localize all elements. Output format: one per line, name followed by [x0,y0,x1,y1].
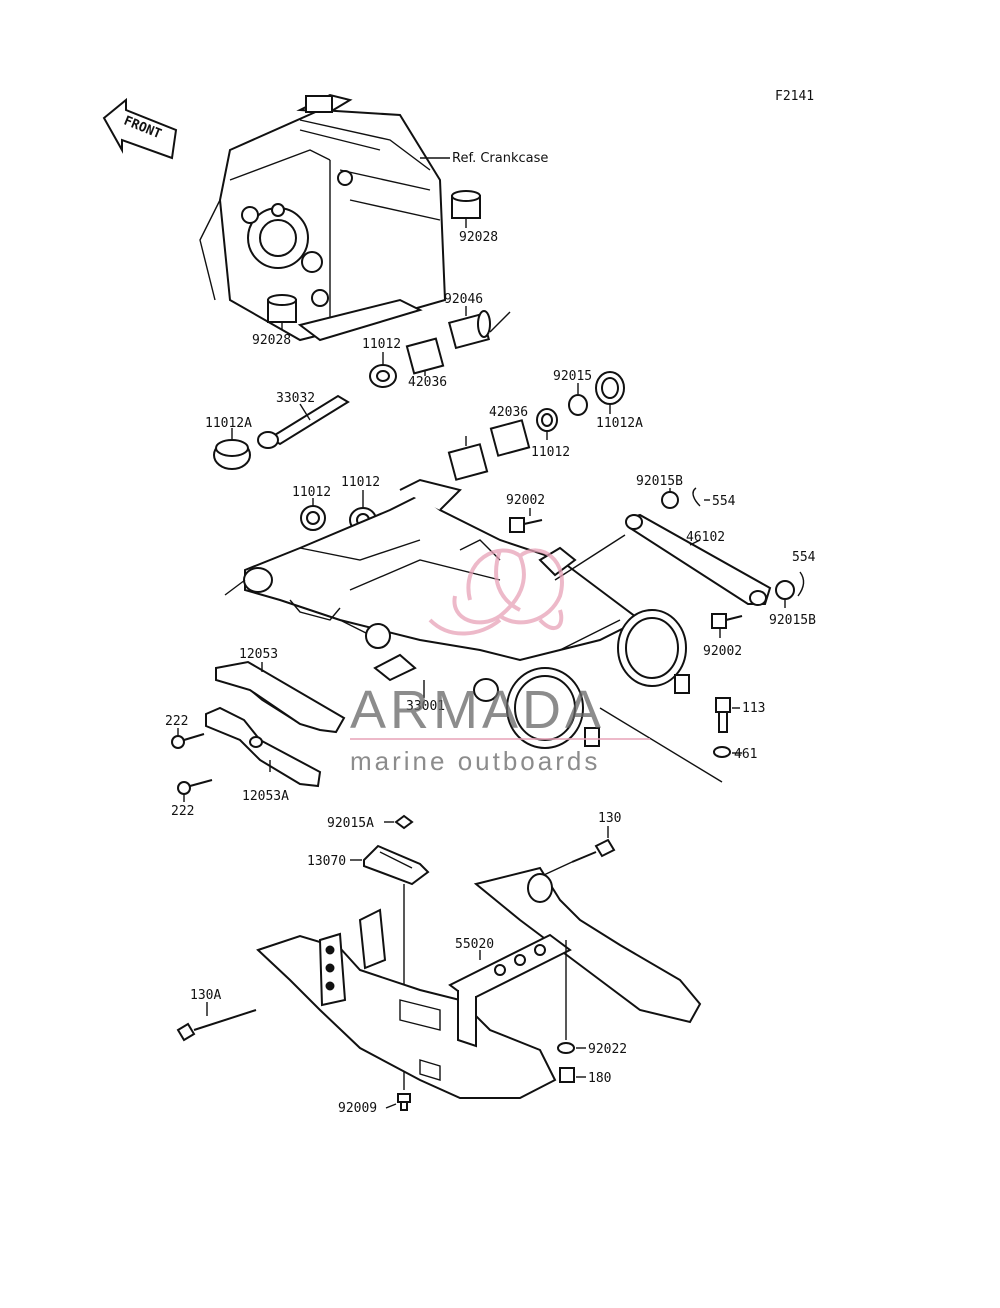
label-55020: 55020 [455,937,494,952]
bolt-113 [715,697,731,733]
label-554-a: 554 [712,494,736,509]
bolt-130 [571,838,616,863]
pivot-shaft-33032 [257,394,350,449]
label-92015B-a: 92015B [636,474,683,489]
collar-42036-a [405,337,445,375]
label-92002-lower: 92002 [703,644,742,659]
label-92028-upper: 92028 [459,230,498,245]
seal-11012-b [536,408,558,432]
chain-guide-12053 [215,660,346,734]
label-42036-b: 42036 [489,405,528,420]
label-12053A: 12053A [242,789,289,804]
label-130: 130 [598,811,621,826]
cap-11012A-a [213,439,251,470]
label-113: 113 [742,701,765,716]
bolt-92009 [397,1093,411,1111]
washer-461 [713,746,731,758]
collar-92046 [447,310,491,350]
armada-logo-icon [428,548,564,636]
label-222-b: 222 [171,804,194,819]
label-92028-lower: 92028 [252,333,291,348]
watermark-brand: ARMADA [350,680,605,740]
label-33032: 33032 [276,391,315,406]
seal-11012-a [369,364,397,388]
label-92009: 92009 [338,1101,377,1116]
cotter-pin-554-a [692,487,701,507]
label-11012A-a: 11012A [205,416,252,431]
cotter-pin-554-b [797,571,805,597]
sleeve-left [447,443,489,481]
label-222-a: 222 [165,714,188,729]
label-461: 461 [734,747,757,762]
label-554-b: 554 [792,550,816,565]
label-42036-a: 42036 [408,375,447,390]
label-92022: 92022 [588,1042,627,1057]
label-92002-upper: 92002 [506,493,545,508]
chain-guide-12053A [205,706,322,788]
screw-222-b [177,779,213,795]
ref-crankcase-note: Ref. Crankcase [452,151,548,166]
label-92046: 92046 [444,292,483,307]
bushing-92028-upper [451,190,481,219]
label-11012-a: 11012 [362,337,401,352]
nut-92015B-b [775,580,795,600]
figure-code: F2141 [775,89,814,104]
block-13070 [363,844,430,886]
label-46102: 46102 [686,530,725,545]
nut-92015 [568,394,588,416]
screw-222-a [171,733,205,749]
bolt-92002-upper [509,517,543,533]
nut-92015A [394,814,414,830]
bolt-92002-lower [711,613,743,629]
seal-11012-c [300,505,326,531]
label-92015B-b: 92015B [769,613,816,628]
cap-11012A-b [595,371,625,405]
label-130A: 130A [190,988,221,1003]
label-13070: 13070 [307,854,346,869]
watermark: ARMADA marine outboards [350,548,650,776]
front-arrow-icon: FRONT [102,97,178,160]
nut-92015B-a [661,491,679,509]
nut-180 [559,1067,575,1083]
washer-92022 [557,1042,575,1054]
label-11012-c: 11012 [292,485,331,500]
stand-frame-55020 [256,866,702,1099]
bolt-130A [176,1009,257,1042]
label-11012A-b: 11012A [596,416,643,431]
collar-42036-b [489,419,531,457]
watermark-tagline: marine outboards [350,746,600,776]
label-11012-d: 11012 [341,475,380,490]
crankcase-drawing [199,93,447,342]
label-180: 180 [588,1071,611,1086]
label-92015: 92015 [553,369,592,384]
bushing-92028-lower [267,294,297,323]
label-92015A: 92015A [327,816,374,831]
label-12053: 12053 [239,647,278,662]
torque-link-46102 [625,513,772,606]
label-33001: 33001 [406,699,445,714]
label-11012-b: 11012 [531,445,570,460]
